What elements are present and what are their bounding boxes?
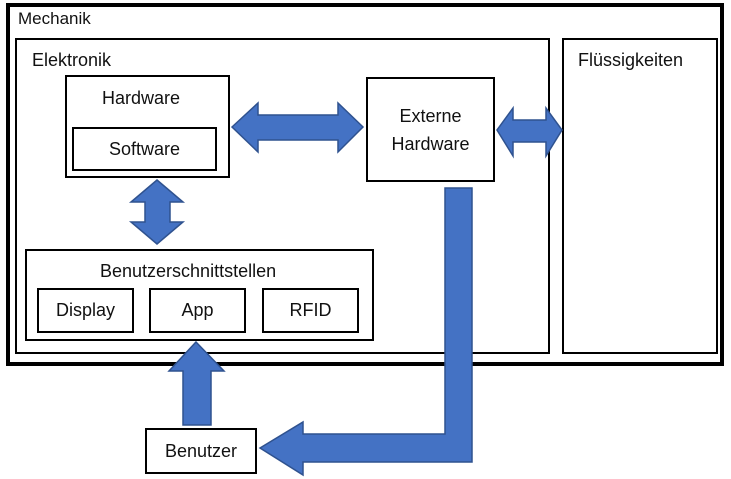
externe-hardware-box: Externe Hardware bbox=[366, 77, 495, 182]
software-box: Software bbox=[72, 127, 217, 171]
arrow-benutzer-app bbox=[167, 340, 226, 426]
mechanik-label: Mechanik bbox=[18, 9, 91, 28]
rfid-label: RFID bbox=[289, 300, 332, 320]
software-label: Software bbox=[108, 138, 181, 159]
externe-hardware-label: Externe Hardware bbox=[391, 105, 470, 154]
fluessigkeiten-label: Flüssigkeiten bbox=[578, 50, 684, 70]
double-arrow-externe-fluessigkeiten bbox=[496, 105, 563, 159]
app-label: App bbox=[181, 300, 214, 320]
rfid-box: RFID bbox=[262, 288, 359, 333]
benutzer-box: Benutzer bbox=[145, 428, 257, 474]
double-arrow-hardware-externe bbox=[230, 101, 365, 154]
arrow-externe-benutzer bbox=[258, 187, 473, 477]
display-label: Display bbox=[55, 300, 116, 320]
benutzerschnittstellen-label: Benutzerschnittstellen bbox=[100, 261, 277, 281]
hardware-label: Hardware bbox=[102, 88, 181, 108]
fluessigkeiten-box bbox=[562, 38, 718, 354]
elektronik-label: Elektronik bbox=[32, 50, 112, 70]
app-box: App bbox=[149, 288, 246, 333]
benutzer-label: Benutzer bbox=[164, 440, 238, 461]
double-arrow-hardware-benutzerschnittstellen bbox=[128, 179, 186, 245]
display-box: Display bbox=[37, 288, 134, 333]
